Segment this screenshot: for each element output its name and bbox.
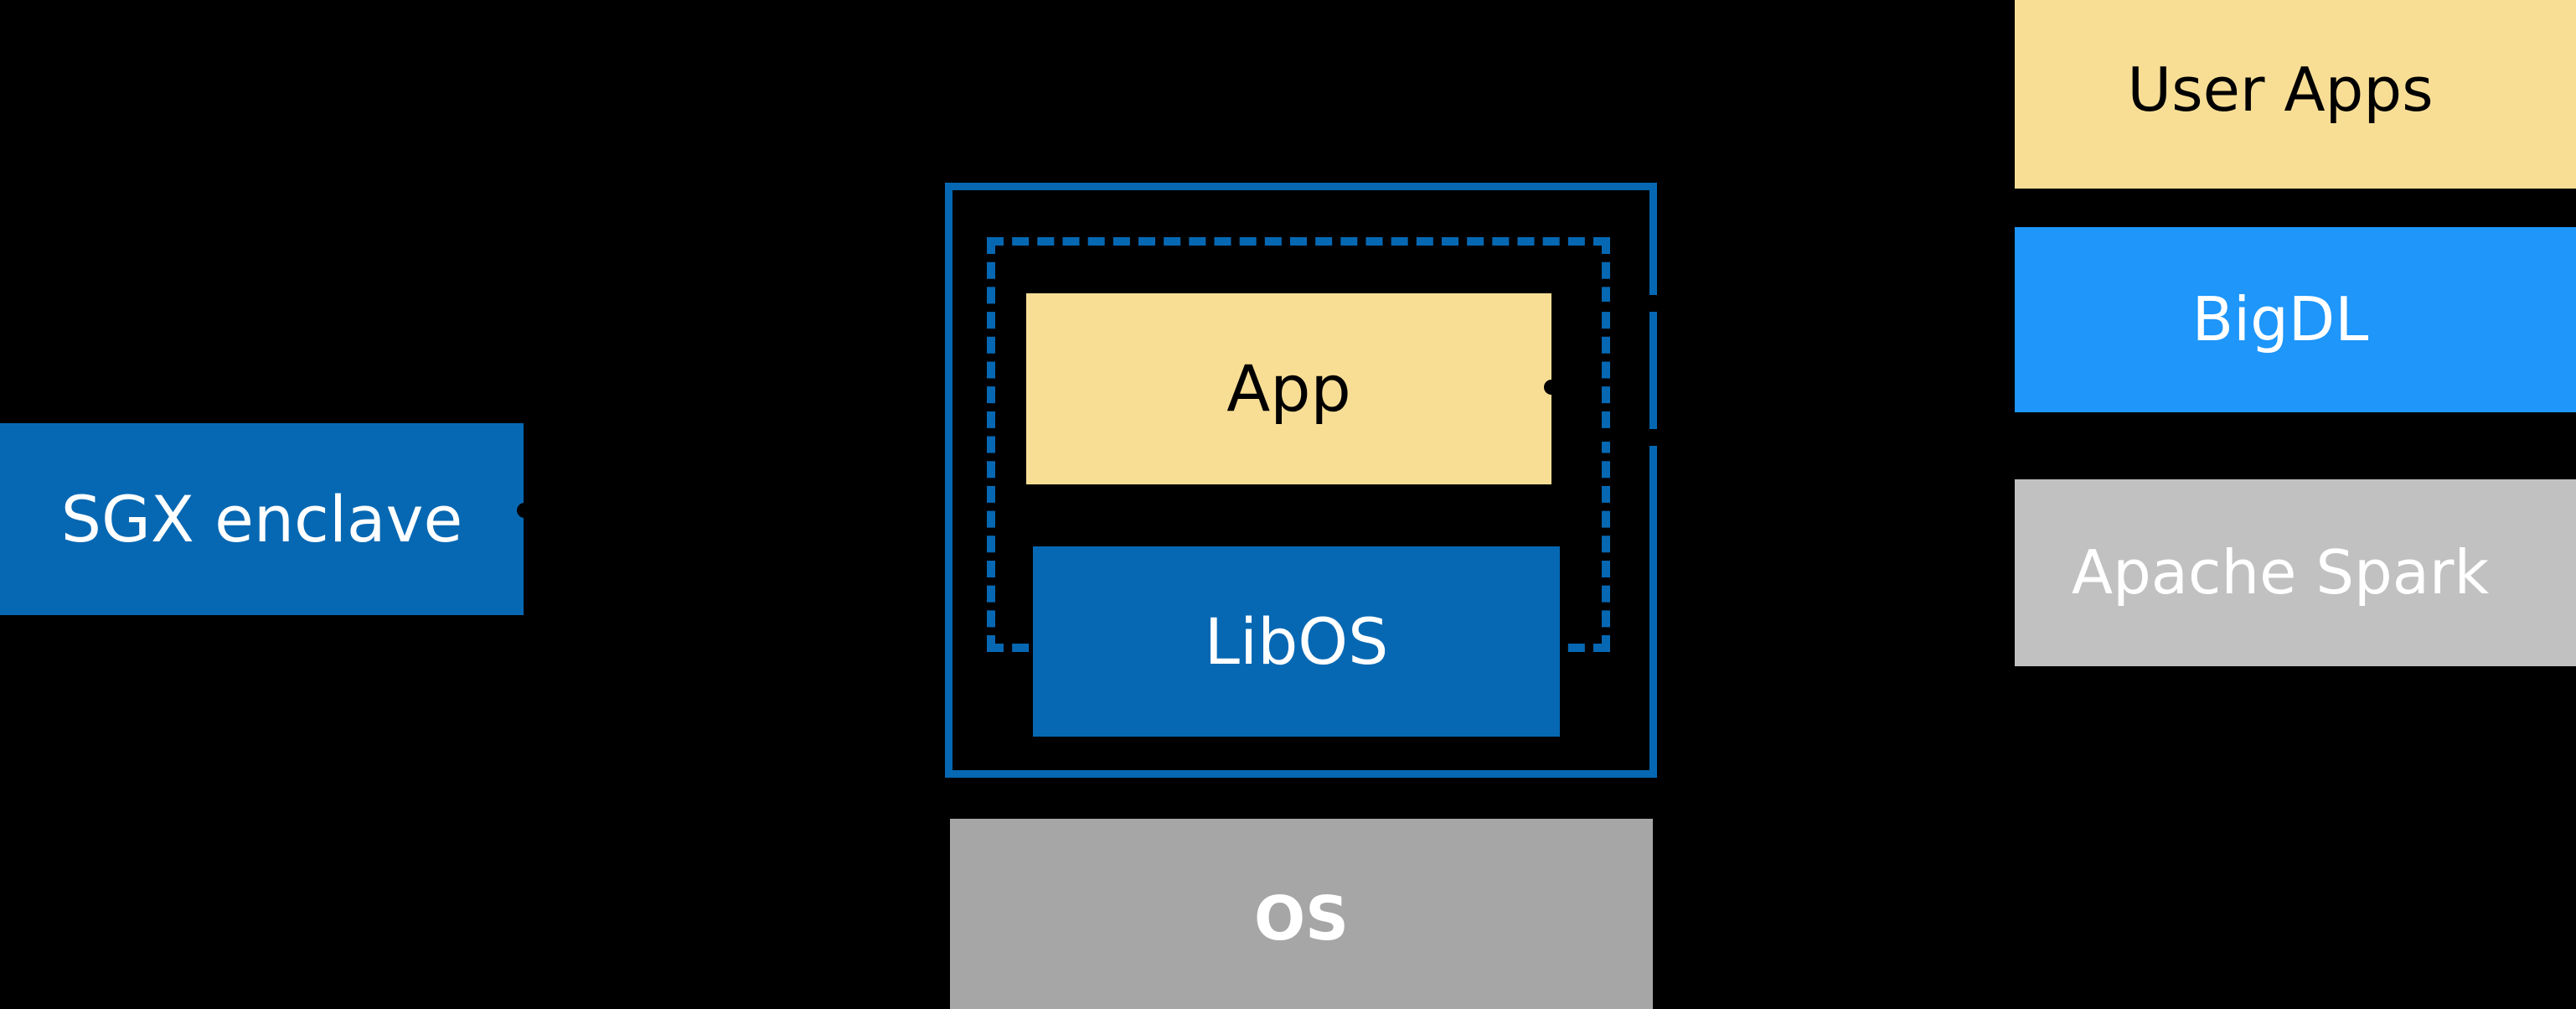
sgx-enclave-box: SGX enclave — [0, 423, 524, 615]
user-apps-label: User Apps — [2127, 54, 2434, 125]
app-label: App — [1226, 351, 1351, 427]
connector-user-apps-to-app — [1551, 302, 2015, 308]
apache-spark-label: Apache Spark — [2071, 536, 2490, 608]
bigdl-box: BigDL — [2015, 227, 2576, 412]
bigdl-label: BigDL — [2191, 283, 2369, 354]
connector-sgx-to-enclave — [524, 510, 945, 515]
sgx-enclave-label: SGX enclave — [60, 481, 463, 556]
libos-label: LibOS — [1204, 603, 1389, 679]
arrowhead-sgx-to-enclave — [517, 503, 532, 518]
os-box: OS — [950, 819, 1653, 1009]
os-label: OS — [1253, 883, 1350, 955]
arrowhead-right-to-app — [1544, 380, 1559, 395]
libos-box: LibOS — [1033, 546, 1560, 737]
user-apps-box: User Apps — [2015, 0, 2576, 189]
enclave-frame — [945, 183, 1657, 778]
app-box: App — [1026, 293, 1551, 484]
connector-bigdl-to-app — [1551, 436, 2015, 442]
apache-spark-box: Apache Spark — [2015, 479, 2576, 666]
